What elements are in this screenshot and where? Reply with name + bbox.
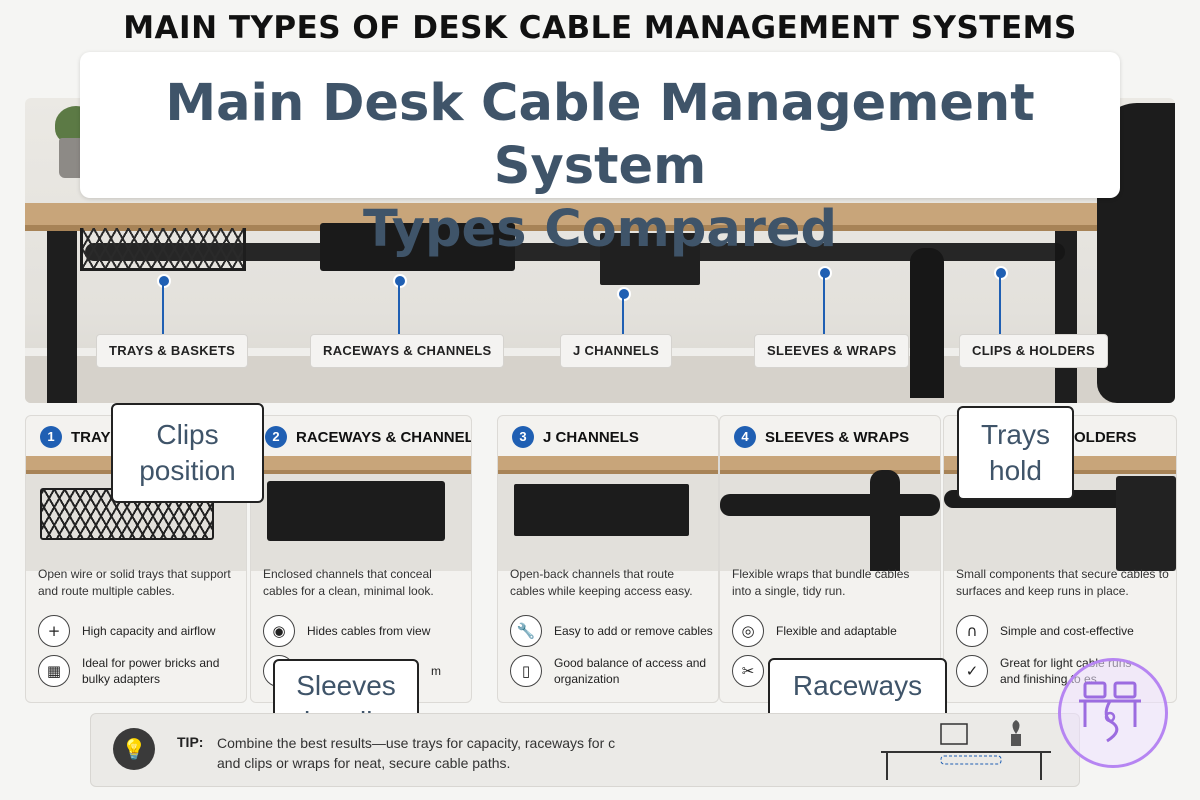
- feature-row: + High capacity and airflow: [38, 615, 243, 647]
- pin-marker: [393, 274, 407, 288]
- watermark-logo: [1058, 658, 1168, 768]
- card-title: OLDERS: [1074, 428, 1137, 446]
- card-title: TRAY: [71, 428, 111, 446]
- card-description: Enclosed channels that conceal cables fo…: [263, 567, 434, 598]
- eye-slash-icon: ◉: [263, 615, 295, 647]
- card-j-channels: 3 J CHANNELS Open-back channels that rout…: [497, 415, 719, 703]
- feature-text: Hides cables from view: [307, 624, 431, 638]
- feature-text: Easy to add or remove cables: [554, 624, 713, 638]
- card-number: 1: [40, 426, 62, 448]
- feature-row: ✂: [732, 655, 937, 687]
- card-description: Open-back channels that route cables whi…: [510, 567, 693, 598]
- card-image: [720, 456, 940, 571]
- desk-logo-icon: [1079, 681, 1141, 743]
- feature-text: High capacity and airflow: [82, 624, 216, 638]
- feature-text: m: [431, 664, 441, 678]
- page-title: Main Desk Cable Management System Types …: [165, 74, 1035, 259]
- plus-circle-icon: +: [38, 615, 70, 647]
- feature-text: Ideal for power bricks and bulky adapter…: [82, 656, 220, 686]
- card-sleeves: 4 SLEEVES & WRAPS Flexible wraps that bun…: [719, 415, 941, 703]
- feature-row: 🔧 Easy to add or remove cables: [510, 615, 715, 647]
- feature-row: ▦ Ideal for power bricks and bulky adapte…: [38, 655, 243, 687]
- pin-marker: [157, 274, 171, 288]
- card-image: [498, 456, 718, 571]
- feature-text: Good balance of access and organization: [554, 656, 707, 686]
- title-box: Main Desk Cable Management System Types …: [80, 52, 1120, 259]
- card-raceways: 2 RACEWAYS & CHANNELS Enclosed channels t…: [250, 415, 472, 703]
- wire-basket-illustration: [80, 228, 246, 271]
- desk-top: [25, 203, 1175, 225]
- card-title: RACEWAYS & CHANNELS: [296, 428, 472, 446]
- feature-text: Flexible and adaptable: [776, 624, 897, 638]
- card-title: J CHANNELS: [543, 428, 639, 446]
- hero-label-clips: CLIPS & HOLDERS: [959, 334, 1108, 368]
- hero-label-sleeves: SLEEVES & WRAPS: [754, 334, 910, 368]
- j-channel-illustration: [600, 233, 700, 285]
- card-description: Flexible wraps that bundle cables into a…: [732, 567, 910, 598]
- hero-label-raceways: RACEWAYS & CHANNELS: [310, 334, 505, 368]
- hero-label-trays: TRAYS & BASKETS: [96, 334, 249, 368]
- card-number: 2: [265, 426, 287, 448]
- card-title: SLEEVES & WRAPS: [765, 428, 910, 446]
- tip-label: TIP:: [177, 734, 204, 750]
- hero-label-j-channels: J CHANNELS: [560, 334, 673, 368]
- magnet-icon: ∩: [956, 615, 988, 647]
- desk-illustration: [881, 720, 1051, 780]
- card-image: [251, 456, 471, 571]
- desk-leg-left: [47, 231, 77, 403]
- tip-text: Combine the best results—use trays for c…: [217, 735, 616, 771]
- pin-marker: [994, 266, 1008, 280]
- lightbulb-icon: 💡: [113, 728, 155, 770]
- callout-clips-position: Clips position: [111, 403, 264, 503]
- spiral-icon: ◎: [732, 615, 764, 647]
- check-circle-icon: ✓: [956, 655, 988, 687]
- door-icon: ▯: [510, 655, 542, 687]
- feature-text: Simple and cost-effective: [1000, 624, 1134, 638]
- card-number: 4: [734, 426, 756, 448]
- callout-trays-hold: Trays hold: [957, 406, 1074, 500]
- feature-row: ◎ Flexible and adaptable: [732, 615, 937, 647]
- raceway-illustration: [320, 223, 515, 271]
- pin-marker: [617, 287, 631, 301]
- feature-row: ∩ Simple and cost-effective: [956, 615, 1161, 647]
- feature-row: ▯ Good balance of access and organization: [510, 655, 715, 687]
- top-heading: MAIN TYPES OF DESK CABLE MANAGEMENT SYST…: [123, 10, 1077, 46]
- grid-icon: ▦: [38, 655, 70, 687]
- pin-marker: [818, 266, 832, 280]
- sleeve-illustration: [910, 248, 944, 398]
- feature-row: ◉ Hides cables from view: [263, 615, 468, 647]
- card-number: 3: [512, 426, 534, 448]
- card-description: Small components that secure cables to s…: [956, 567, 1169, 598]
- scissors-icon: ✂: [732, 655, 764, 687]
- wrench-icon: 🔧: [510, 615, 542, 647]
- tip-bar: 💡 TIP: Combine the best results—use tray…: [90, 713, 1080, 787]
- card-description: Open wire or solid trays that support an…: [38, 567, 231, 598]
